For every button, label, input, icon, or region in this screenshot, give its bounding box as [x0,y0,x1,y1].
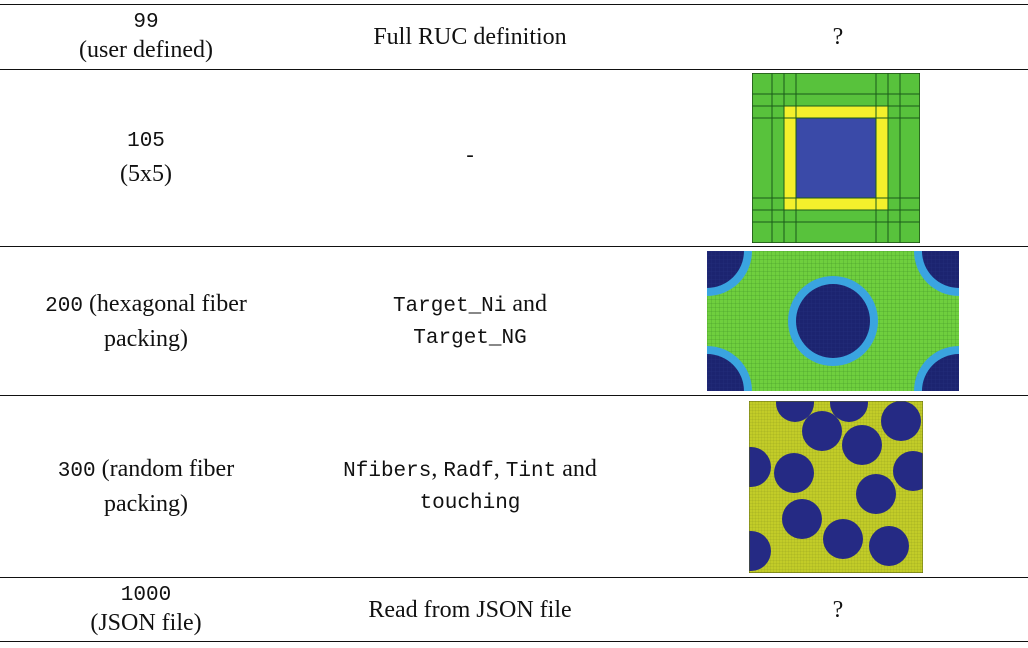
param-radf: Radf [443,460,494,483]
ruc-code-description: (hexagonal fiber [88,290,247,317]
table-row: 200 (hexagonal fiber packing) Target_Ni … [0,247,1028,395]
image-cell: ? [648,5,1028,69]
table-row: 1000 (JSON file) Read from JSON file ? [0,578,1028,641]
random-fiber-packing-icon [749,400,923,573]
ruc-code-cell: 200 (hexagonal fiber packing) [0,247,292,395]
table-row-rule [0,69,1028,70]
ruc-code-description-cont: packing) [104,491,188,517]
image-cell: ? [648,578,1028,641]
image-cell [648,247,1028,395]
parameters-cell: Target_Ni and Target_NG [292,247,648,395]
ruc-code-description: (random fiber [101,456,235,482]
ruc-code: 99 [133,11,159,34]
ruc-code: 200 [45,294,83,318]
table-row: 99 (user defined) Full RUC definition ? [0,5,1028,69]
param-target-ng: Target_NG [413,326,527,350]
ruc-code: 1000 [120,583,172,607]
ruc-code-description-cont: packing) [104,325,188,352]
table-top-rule [0,4,1028,5]
param-tint: Tint [505,460,557,483]
table-row: 300 (random fiber packing) Nfibers, Radf… [0,396,1028,577]
ruc-code: 300 [57,460,96,483]
ruc-code-cell: 1000 (JSON file) [0,578,292,641]
ruc-code-cell: 99 (user defined) [0,5,292,69]
parameters-line: Target_Ni and [393,288,547,323]
ruc-code-description: (user defined) [79,37,213,63]
parameters-cell: Nfibers, Radf, Tint and touching [292,396,648,577]
table-row-rule [0,395,1028,396]
parameters-cell: - [292,70,648,246]
ruc-5x5-square-fiber-icon [752,73,920,243]
ruc-code-line: 200 (hexagonal fiber [45,288,247,323]
param-conjunction: and [512,290,548,317]
image-placeholder: ? [832,24,844,50]
ruc-code-description: (5x5) [120,161,172,187]
param-touching: touching [419,492,521,515]
table-row: 105 (5x5) - [0,70,1028,246]
parameters-cell: Read from JSON file [292,578,648,641]
ruc-code: 105 [127,130,165,153]
ruc-code-cell: 300 (random fiber packing) [0,396,292,577]
parameters-text: Read from JSON file [368,596,572,623]
parameters-text: Full RUC definition [373,24,567,50]
table-row-rule [0,577,1028,578]
hexagonal-fiber-packing-icon [707,251,959,391]
image-placeholder: ? [832,596,844,623]
image-cell [648,396,1028,577]
image-cell [648,70,1028,246]
table-bottom-rule [0,641,1028,642]
ruc-code-cell: 105 (5x5) [0,70,292,246]
table-row-rule [0,246,1028,247]
ruc-code-line: 300 (random fiber [58,453,234,488]
parameters-text: - [463,146,477,169]
param-target-ni: Target_Ni [392,294,507,318]
parameters-line: Nfibers, Radf, Tint and [343,456,597,483]
param-nfibers: Nfibers [343,460,432,483]
parameters-cell: Full RUC definition [292,5,648,69]
ruc-code-description: (JSON file) [90,609,202,636]
param-conjunction: and [562,456,597,482]
